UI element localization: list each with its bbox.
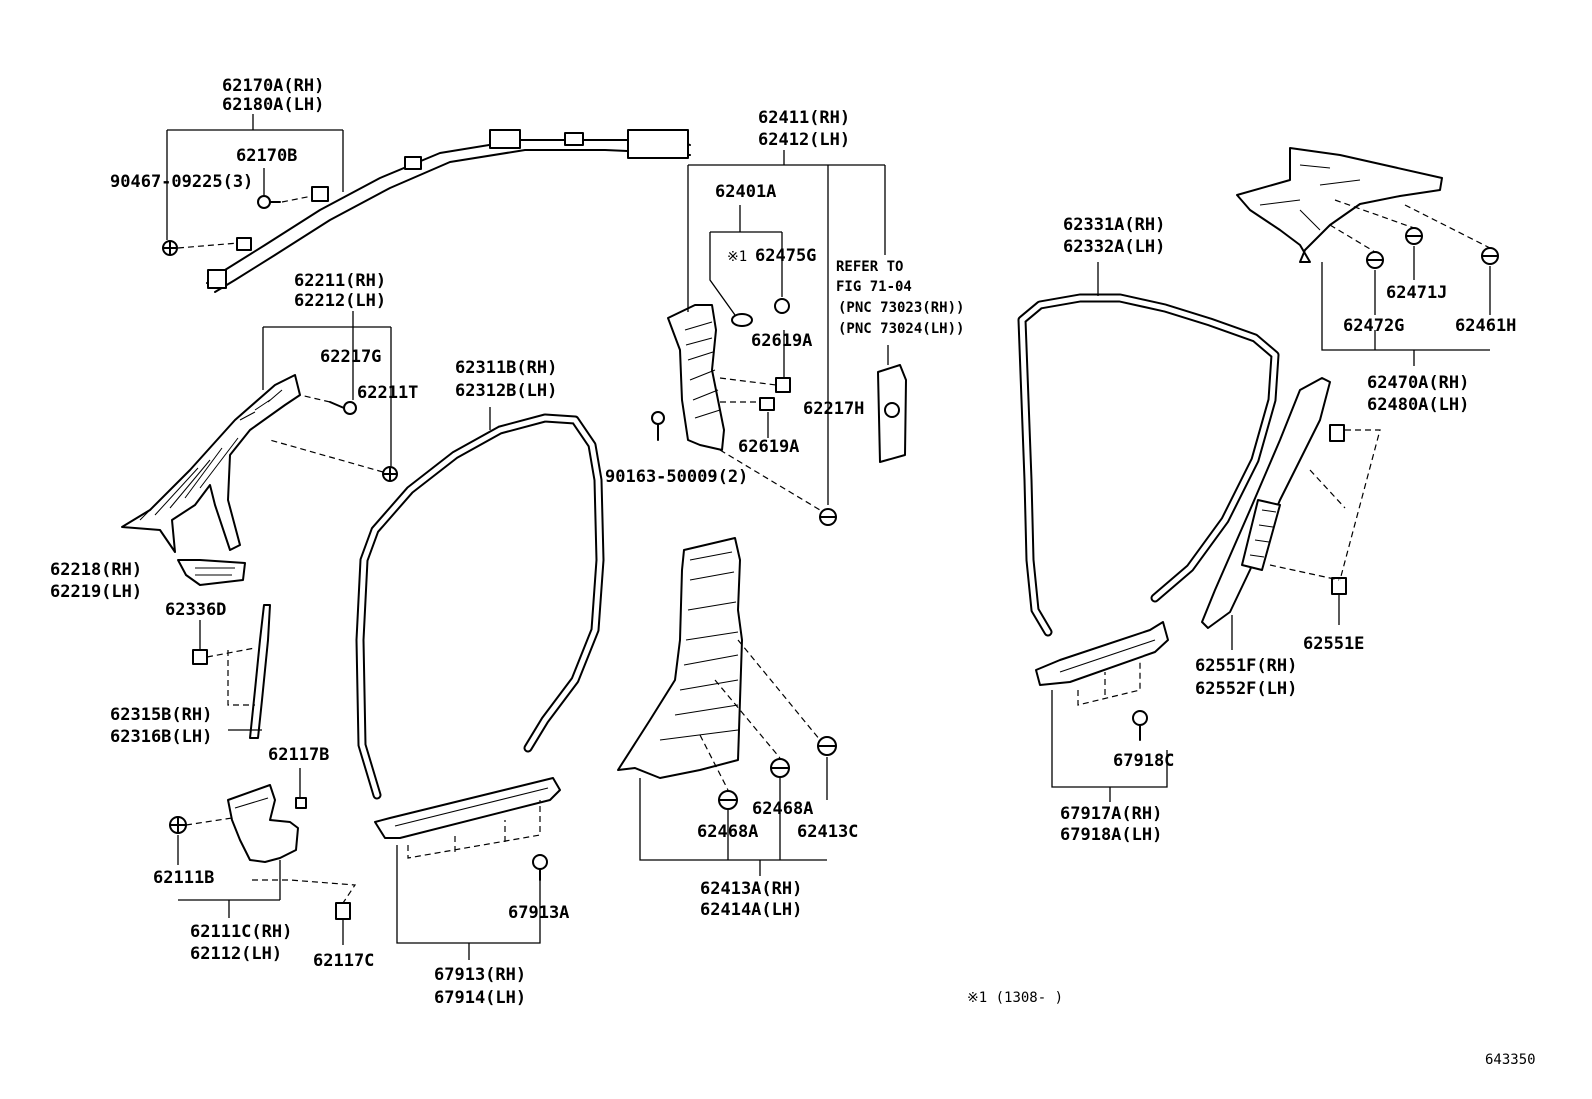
- center-pillar-upper-garnish: [667, 304, 725, 451]
- label-62212: 62212(LH): [294, 291, 386, 311]
- small-cover-62218: [177, 559, 246, 586]
- label-62217g: 62217G: [320, 347, 381, 367]
- clip-67918c: [1132, 710, 1148, 741]
- label-62180a: 62180A(LH): [222, 95, 324, 115]
- label-62316b: 62316B(LH): [110, 727, 212, 747]
- clip-67913a: [532, 854, 548, 881]
- refer-line-4: (PNC 73024(LH)): [838, 321, 964, 337]
- label-62401a: 62401A: [715, 182, 776, 202]
- label-62117b: 62117B: [268, 745, 329, 765]
- label-67913: 67913(RH): [434, 965, 526, 985]
- label-90163: 90163-50009(2): [605, 467, 748, 487]
- refer-line-1: REFER TO: [836, 259, 903, 275]
- label-62111b: 62111B: [153, 868, 214, 888]
- label-62475g: 62475G: [755, 246, 816, 266]
- clip-62111b: [169, 816, 187, 834]
- cowl-side-trim: [227, 784, 299, 863]
- label-62414a: 62414A(LH): [700, 900, 802, 920]
- label-62619a-1: 62619A: [751, 331, 812, 351]
- seat-belt-cover-refer: [877, 345, 907, 463]
- refer-line-3: (PNC 73023(RH)): [838, 300, 964, 316]
- label-62411: 62411(RH): [758, 108, 850, 128]
- cap-62475g: [774, 298, 790, 314]
- label-62468a-2: 62468A: [697, 822, 758, 842]
- label-62551f: 62551F(RH): [1195, 656, 1297, 676]
- front-pillar-garnish: [121, 374, 301, 553]
- front-door-weatherstrip: [355, 413, 605, 800]
- clip-62619a-upper: [775, 377, 791, 393]
- quarter-pillar-trim: [1201, 377, 1345, 629]
- clip-62461h: [1481, 247, 1499, 265]
- clip-62468a-left: [718, 790, 738, 810]
- label-67917a: 67917A(RH): [1060, 804, 1162, 824]
- bolt-62217g: [329, 401, 357, 415]
- label-star1: ※1: [727, 249, 747, 265]
- bolt-90163: [651, 411, 665, 441]
- label-62312b: 62312B(LH): [455, 381, 557, 401]
- label-62336d: 62336D: [165, 600, 226, 620]
- clip-62472g: [1366, 251, 1384, 269]
- rear-scuff-plate: [1035, 621, 1169, 686]
- roof-side-inner-garnish: [1236, 147, 1443, 263]
- clip-62468a-right: [770, 758, 790, 778]
- label-62219: 62219(LH): [50, 582, 142, 602]
- label-67913a: 67913A: [508, 903, 569, 923]
- door-opening-trim-62315b: [249, 604, 271, 739]
- clip-62117c: [335, 902, 351, 920]
- label-62470a: 62470A(RH): [1367, 373, 1469, 393]
- bolt-62170b: [257, 195, 281, 209]
- roof-airbag-part: [206, 129, 691, 293]
- label-62413a: 62413A(RH): [700, 879, 802, 899]
- label-62468a-1: 62468A: [752, 799, 813, 819]
- label-62619a-2: 62619A: [738, 437, 799, 457]
- label-62218: 62218(RH): [50, 560, 142, 580]
- label-62117c: 62117C: [313, 951, 374, 971]
- label-62552f: 62552F(LH): [1195, 679, 1297, 699]
- label-62211t: 62211T: [357, 383, 418, 403]
- label-62311b: 62311B(RH): [455, 358, 557, 378]
- label-62413c: 62413C: [797, 822, 858, 842]
- label-67914: 67914(LH): [434, 988, 526, 1008]
- clip-62619a-lower: [759, 397, 775, 411]
- clip-62551e: [1331, 577, 1347, 595]
- label-62331a: 62331A(RH): [1063, 215, 1165, 235]
- label-62472g: 62472G: [1343, 316, 1404, 336]
- footnote: ※1 (1308- ): [967, 990, 1063, 1006]
- label-62315b: 62315B(RH): [110, 705, 212, 725]
- clip-62475g-clip: [731, 313, 753, 327]
- label-62211: 62211(RH): [294, 271, 386, 291]
- clip-62117b: [295, 797, 307, 809]
- label-62112: 62112(LH): [190, 944, 282, 964]
- label-62332a: 62332A(LH): [1063, 237, 1165, 257]
- label-67918a: 67918A(LH): [1060, 825, 1162, 845]
- label-62412: 62412(LH): [758, 130, 850, 150]
- clip-62471j: [1405, 227, 1423, 245]
- label-62217h: 62217H: [803, 399, 864, 419]
- figure-id: 643350: [1485, 1052, 1536, 1068]
- label-62480a: 62480A(LH): [1367, 395, 1469, 415]
- clip-62413c: [817, 736, 837, 756]
- clip-62211t: [382, 466, 398, 482]
- label-62111c: 62111C(RH): [190, 922, 292, 942]
- rear-door-weatherstrip: [1017, 293, 1280, 637]
- label-62170b: 62170B: [236, 146, 297, 166]
- label-62471j: 62471J: [1386, 283, 1447, 303]
- clip-62217h: [819, 508, 837, 526]
- clip-62336d: [192, 649, 208, 665]
- label-62551e: 62551E: [1303, 634, 1364, 654]
- label-62170a: 62170A(RH): [222, 76, 324, 96]
- label-67918c: 67918C: [1113, 751, 1174, 771]
- label-62461h: 62461H: [1455, 316, 1516, 336]
- clip-90467: [162, 240, 178, 256]
- label-90467: 90467-09225(3): [110, 172, 253, 192]
- front-scuff-plate: [374, 777, 561, 839]
- refer-line-2: FIG 71-04: [836, 279, 912, 295]
- center-pillar-lower-garnish: [617, 537, 743, 779]
